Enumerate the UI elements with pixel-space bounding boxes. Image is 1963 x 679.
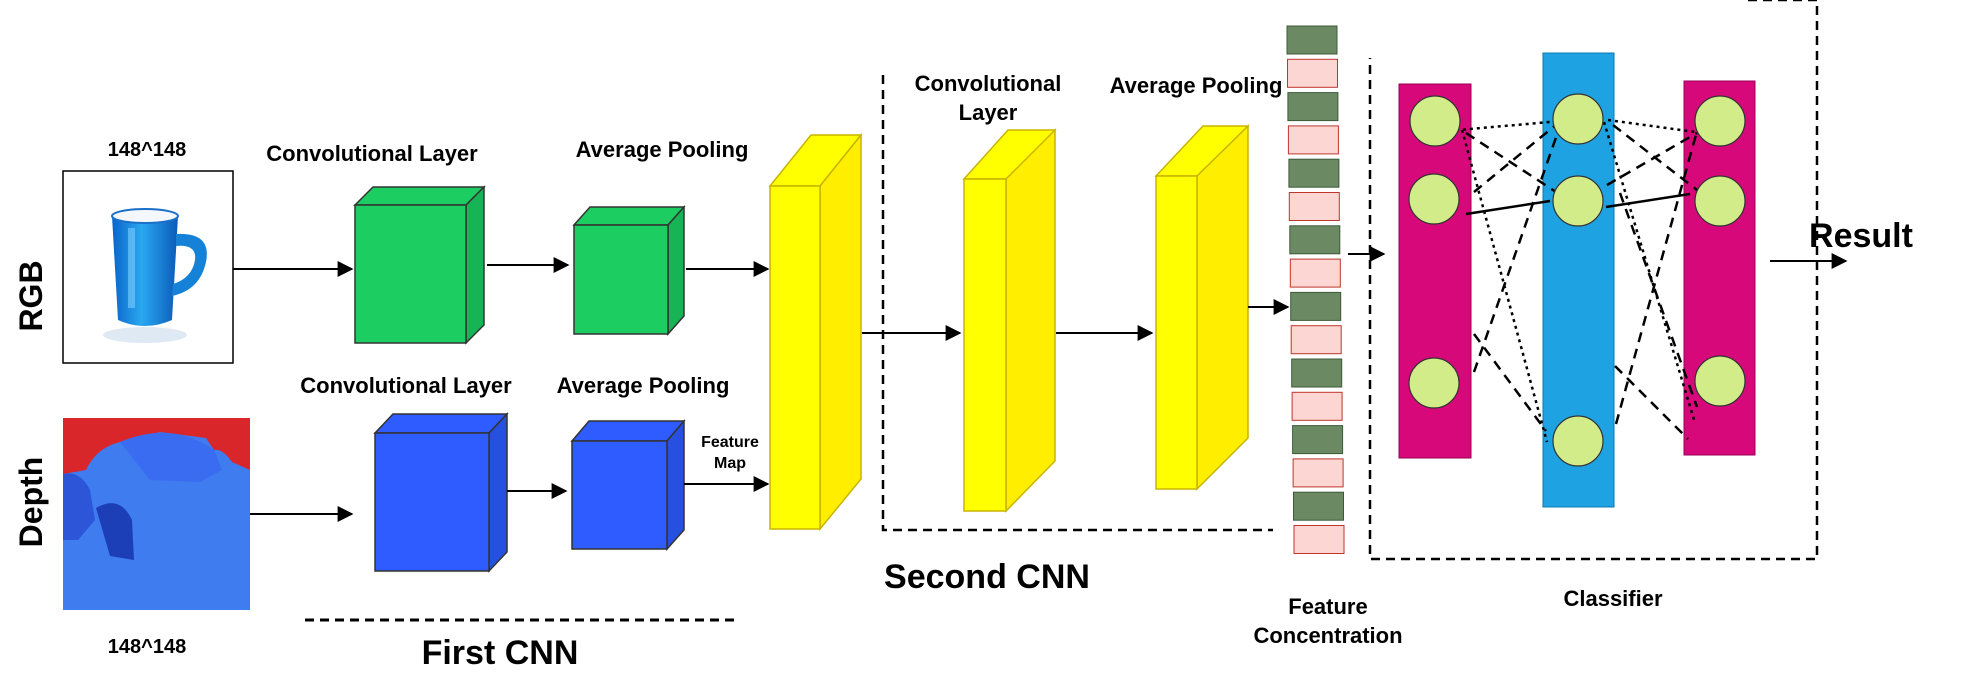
feature-cell xyxy=(1292,458,1344,488)
feature-cell xyxy=(1293,525,1345,554)
feature-cell xyxy=(1289,258,1341,288)
feature-cell xyxy=(1288,158,1340,188)
depth-input: Depth 148^148 xyxy=(13,418,250,658)
depth-label: Depth xyxy=(13,457,49,548)
feature-map-label-line2: Map xyxy=(714,455,746,472)
second-conv-label-line1: Convolutional xyxy=(915,71,1062,96)
hidden-node xyxy=(1552,415,1604,467)
second-cnn: Convolutional Layer Average Pooling Seco… xyxy=(862,71,1290,596)
classifier: Classifier xyxy=(1368,0,1819,611)
result-label: Result xyxy=(1809,217,1913,255)
feature-cell xyxy=(1289,225,1341,255)
depth-pool-label: Average Pooling xyxy=(557,373,730,398)
feature-vector xyxy=(1286,25,1345,554)
second-conv-block xyxy=(962,128,1057,513)
rgb-pool-cube xyxy=(572,205,686,336)
feature-cell xyxy=(1286,25,1338,55)
rgb-input: RGB 148^148 xyxy=(13,139,234,364)
second-pool-block xyxy=(1154,124,1250,491)
input-node xyxy=(1408,173,1460,225)
input-node xyxy=(1408,357,1460,409)
feature-cell xyxy=(1288,192,1340,221)
depth-conv-cube xyxy=(373,412,509,573)
feature-cell xyxy=(1291,358,1343,388)
feature-cell xyxy=(1287,92,1339,122)
rgb-label: RGB xyxy=(13,260,49,331)
feature-cell xyxy=(1292,425,1344,455)
feature-cell xyxy=(1287,58,1338,88)
second-cnn-title: Second CNN xyxy=(884,558,1090,596)
rgb-pool-label: Average Pooling xyxy=(576,137,749,162)
rgb-size-label: 148^148 xyxy=(108,139,186,161)
second-cnn-boundary xyxy=(881,75,1273,532)
cup-icon xyxy=(103,208,207,343)
classifier-label: Classifier xyxy=(1563,586,1662,611)
depth-pool-cube xyxy=(570,418,686,551)
feature-cell xyxy=(1291,391,1343,421)
feature-cell xyxy=(1287,125,1339,155)
feature-map-label-line1: Feature xyxy=(701,434,759,451)
feature-concentration-label-line1: Feature xyxy=(1288,594,1367,619)
depth-conv-label: Convolutional Layer xyxy=(300,373,512,398)
input-node xyxy=(1409,95,1461,147)
feature-cell xyxy=(1290,325,1342,355)
depth-map-image xyxy=(63,418,250,610)
rgb-conv-cube xyxy=(353,185,486,345)
feature-cell xyxy=(1293,491,1344,521)
depth-size-label: 148^148 xyxy=(108,636,186,658)
output-node xyxy=(1694,355,1746,407)
hidden-node xyxy=(1552,175,1604,227)
feature-concentration: Feature Concentration xyxy=(1253,25,1403,648)
merged-feature-block xyxy=(768,132,863,532)
result: Result xyxy=(1770,217,1913,269)
second-conv-label-line2: Layer xyxy=(959,100,1018,125)
classifier-nodes xyxy=(1408,93,1746,467)
first-cnn-title: First CNN xyxy=(422,634,579,672)
first-cnn-arrows xyxy=(233,257,770,522)
second-pool-label: Average Pooling xyxy=(1110,73,1283,98)
output-node xyxy=(1694,175,1746,227)
first-cnn: Convolutional Layer Average Pooling Conv… xyxy=(233,137,770,672)
feature-concentration-label-line2: Concentration xyxy=(1253,623,1402,648)
feature-cell xyxy=(1290,291,1342,321)
rgb-conv-label: Convolutional Layer xyxy=(266,141,478,166)
second-cnn-arrows xyxy=(862,299,1290,341)
output-node xyxy=(1694,95,1746,147)
hidden-node xyxy=(1552,93,1604,145)
